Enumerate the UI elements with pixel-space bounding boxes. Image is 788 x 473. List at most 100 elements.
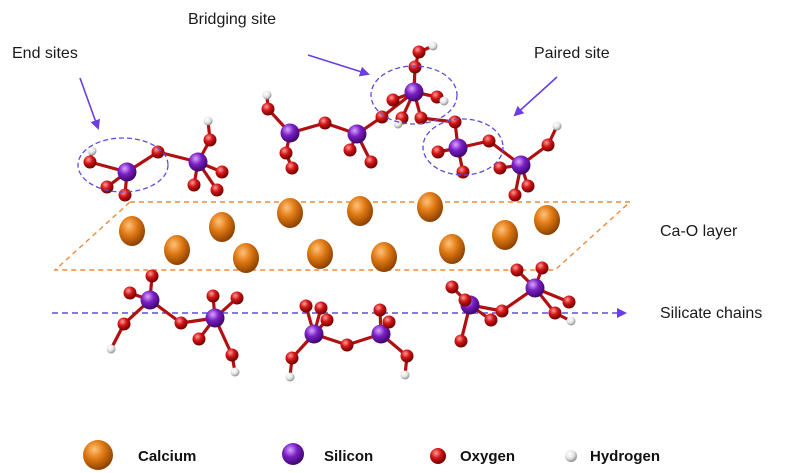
- oxygen-atom: [386, 93, 400, 107]
- calcium-atom: [371, 242, 397, 272]
- legend-oxygen-swatch: [430, 448, 446, 464]
- calcium-atom: [417, 192, 443, 222]
- oxygen-atom: [493, 161, 507, 175]
- oxygen-atom: [285, 351, 299, 365]
- oxygen-atom: [192, 332, 206, 346]
- oxygen-atom: [484, 313, 498, 327]
- oxygen-atom: [521, 179, 535, 193]
- oxygen-atom: [123, 286, 137, 300]
- calcium-atom: [164, 235, 190, 265]
- oxygen-atom: [375, 110, 389, 124]
- oxygen-atom: [100, 180, 114, 194]
- oxygen-atom: [299, 299, 313, 313]
- oxygen-atom: [562, 295, 576, 309]
- silicon-atom: [371, 324, 391, 344]
- legend-calcium-label: Calcium: [138, 448, 196, 465]
- oxygen-atom: [117, 317, 131, 331]
- calcium-atom: [277, 198, 303, 228]
- legend-silicon-label: Silicon: [324, 448, 373, 465]
- oxygen-atom: [456, 165, 470, 179]
- calcium-atom: [307, 239, 333, 269]
- oxygen-atom: [541, 138, 555, 152]
- oxygen-atom: [482, 134, 496, 148]
- bridging-site-label: Bridging site: [188, 11, 276, 28]
- silicon-atom: [205, 308, 225, 328]
- hydrogen-atom: [106, 344, 116, 354]
- oxygen-atom: [83, 155, 97, 169]
- oxygen-atom: [206, 289, 220, 303]
- end-sites-label: End sites: [12, 45, 78, 62]
- legend-silicon-swatch: [282, 443, 304, 465]
- legend-calcium-swatch: [83, 440, 113, 470]
- oxygen-atom: [408, 60, 422, 74]
- legend-hydrogen-swatch: [565, 450, 577, 462]
- silicon-atom: [511, 155, 531, 175]
- oxygen-atom: [508, 188, 522, 202]
- oxygen-atom: [215, 165, 229, 179]
- oxygen-atom: [340, 338, 354, 352]
- oxygen-atom: [318, 116, 332, 130]
- paired-site-arrow: [513, 76, 558, 117]
- silicate-chains-label: Silicate chains: [660, 305, 762, 322]
- silicon-atom: [448, 138, 468, 158]
- oxygen-atom: [343, 143, 357, 157]
- oxygen-atom: [279, 146, 293, 160]
- legend: Calcium Silicon Oxygen Hydrogen: [83, 440, 660, 470]
- oxygen-atom: [203, 133, 217, 147]
- silicon-atom: [117, 162, 137, 182]
- silicon-atom: [525, 278, 545, 298]
- calcium-atom: [119, 216, 145, 246]
- oxygen-atom: [431, 145, 445, 159]
- oxygen-atom: [225, 348, 239, 362]
- legend-oxygen-label: Oxygen: [460, 448, 515, 465]
- hydrogen-atom: [203, 116, 213, 126]
- silicon-atom: [188, 152, 208, 172]
- legend-hydrogen-label: Hydrogen: [590, 448, 660, 465]
- hydrogen-atom: [428, 41, 438, 51]
- hydrogen-atom: [400, 370, 410, 380]
- hydrogen-atom: [566, 316, 576, 326]
- end-sites-arrow: [79, 77, 100, 130]
- calcium-atom: [209, 212, 235, 242]
- bonds: [88, 44, 573, 379]
- hydrogen-atom: [87, 146, 97, 156]
- hydrogen-atom: [230, 367, 240, 377]
- end-sites-circle: [77, 137, 169, 193]
- calcium-atom: [233, 243, 259, 273]
- oxygen-atom: [458, 293, 472, 307]
- oxygen-atom: [535, 261, 549, 275]
- calcium-atom: [439, 234, 465, 264]
- oxygen-atom: [510, 263, 524, 277]
- oxygen-atom: [548, 306, 562, 320]
- paired-site-circle: [422, 118, 504, 176]
- hydrogen-atom: [262, 90, 272, 100]
- silicon-atom: [347, 124, 367, 144]
- bridging-site-arrow: [307, 54, 370, 77]
- ca-o-layer-plane: [53, 201, 632, 271]
- oxygen-atom: [285, 161, 299, 175]
- oxygen-atom: [145, 269, 159, 283]
- paired-site-label: Paired site: [534, 45, 610, 62]
- oxygen-atom: [230, 291, 244, 305]
- oxygen-atom: [320, 313, 334, 327]
- oxygen-atom: [187, 178, 201, 192]
- oxygen-atom: [364, 155, 378, 169]
- oxygen-atom: [445, 280, 459, 294]
- oxygen-atom: [118, 188, 132, 202]
- oxygen-atom: [495, 304, 509, 318]
- calcium-atom: [347, 196, 373, 226]
- oxygen-atom: [448, 115, 462, 129]
- oxygen-atom: [373, 303, 387, 317]
- calcium-atom: [534, 205, 560, 235]
- oxygen-atom: [151, 145, 165, 159]
- oxygen-atom: [400, 349, 414, 363]
- oxygen-atom: [174, 316, 188, 330]
- silicon-atom: [304, 324, 324, 344]
- calcium-atom: [492, 220, 518, 250]
- oxygen-atom: [382, 315, 396, 329]
- silicon-atom: [140, 290, 160, 310]
- oxygen-atom: [412, 45, 426, 59]
- hydrogen-atom: [439, 96, 449, 106]
- hydrogen-atom: [552, 121, 562, 131]
